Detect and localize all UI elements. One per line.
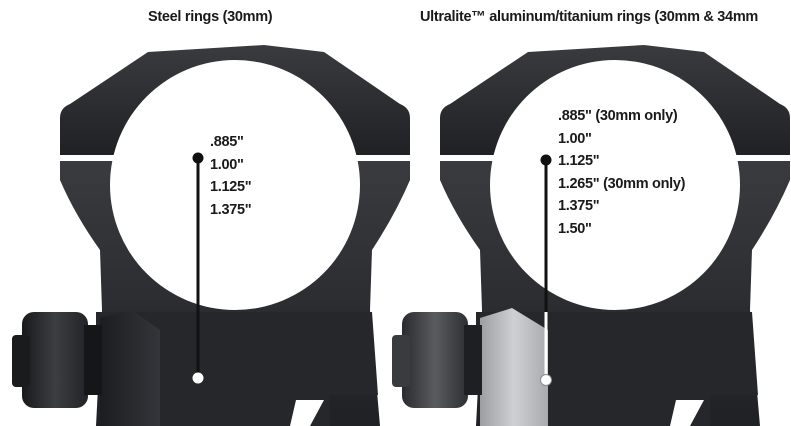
steel-ring-clamp-plate (100, 310, 160, 426)
height-option: 1.265" (30mm only) (558, 175, 686, 192)
height-option: 1.125" (558, 153, 600, 169)
steel-ring-cross-bolt (12, 312, 102, 408)
height-option: 1.125" (210, 179, 252, 195)
indicator-bottom-dot (192, 372, 204, 384)
height-option: .885" (210, 134, 244, 150)
ultralite-ring-rail-notch (670, 400, 704, 426)
steel-ring (12, 45, 415, 426)
ultralite-ring-cross-bolt (392, 312, 482, 408)
ultralite-height-indicator (540, 154, 552, 386)
ultralite-ring (392, 45, 791, 426)
height-option: 1.00" (210, 156, 244, 173)
ultralite-ring-clamp-plate (480, 308, 548, 426)
ultralite-ring-bore (490, 60, 740, 310)
indicator-top-dot (540, 154, 552, 166)
steel-ring-heights-list: .885" 1.00" 1.125" 1.375" (210, 131, 252, 221)
height-option: 1.375" (210, 201, 252, 218)
steel-ring-rail-notch (290, 400, 324, 426)
ultralite-ring-heights-list: .885" (30mm only) 1.00" 1.125" 1.265" (3… (558, 105, 686, 240)
height-option: 1.50" (558, 220, 592, 237)
steel-ring-clamp-body (96, 312, 378, 426)
indicator-bottom-dot (540, 374, 552, 386)
steel-rings-title: Steel rings (30mm) (148, 9, 273, 25)
steel-height-indicator (192, 152, 204, 384)
indicator-top-dot (192, 152, 204, 164)
ultralite-ring-seam (435, 155, 791, 161)
height-option: .885" (30mm only) (558, 108, 678, 124)
steel-ring-bore (110, 60, 360, 310)
steel-ring-seam (55, 155, 415, 161)
ultralite-rings-title: Ultralite™ aluminum/titanium rings (30mm… (420, 9, 758, 25)
height-option: 1.00" (558, 130, 592, 147)
height-option: 1.375" (558, 198, 600, 214)
